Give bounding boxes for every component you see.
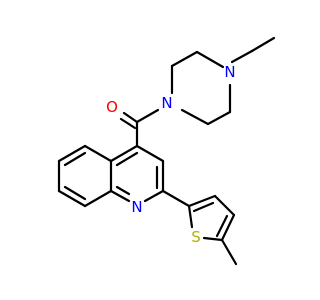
- atom-label-n-piperazine-amide: N: [161, 94, 172, 112]
- bond-th-c4-c5: [220, 213, 236, 242]
- bond-th-s-c2: [187, 204, 194, 229]
- bond-carbonyl-b: [119, 117, 137, 130]
- bond-n1-c8a-inner: [115, 185, 131, 196]
- bond-ethyl-ch2: [230, 49, 254, 64]
- atom-labels: O N N N S: [106, 63, 236, 246]
- bond-pip-5: [206, 110, 232, 126]
- bond-th-c2-c3: [187, 194, 217, 208]
- atom-label-o: O: [106, 98, 118, 116]
- bond-c4a-c5: [83, 144, 113, 163]
- bond-pip-1: [195, 50, 225, 69]
- atom-label-n-quinoline: N: [131, 198, 142, 216]
- bond-c4-c3: [135, 144, 165, 163]
- bond-ethyl-ch3: [250, 36, 276, 53]
- bond-c7-c8-inner: [63, 185, 87, 201]
- bond-c4a-c4: [109, 144, 139, 163]
- bond-c5-c6: [57, 144, 87, 163]
- bond-th-c2-c3-inner: [192, 201, 215, 213]
- bond-c2-n1: [143, 189, 165, 203]
- bond-c5-c6-inner: [63, 151, 87, 167]
- bond-c4a-c4-inner: [115, 151, 139, 167]
- bond-amide-cn: [135, 108, 160, 124]
- atom-label-n-piperazine-top: N: [224, 63, 235, 81]
- bonds: [57, 36, 276, 266]
- bond-carbonyl-a: [122, 111, 139, 124]
- bond-c8-c8a: [83, 189, 113, 208]
- atom-label-s-thiophene: S: [191, 228, 201, 246]
- bond-methyl: [220, 238, 238, 266]
- bond-pip-2: [170, 50, 199, 68]
- bond-th-c5-s: [202, 236, 224, 242]
- bond-n1-c8a: [109, 189, 131, 203]
- bond-pip-4: [180, 108, 210, 126]
- bond-th-c4-c5-inner: [215, 214, 229, 238]
- bond-th-c3-c4: [213, 194, 236, 217]
- molecule-structure: O N N N S: [57, 36, 276, 266]
- bond-c7-c8: [57, 189, 87, 208]
- bond-c2-thiophene: [161, 189, 191, 208]
